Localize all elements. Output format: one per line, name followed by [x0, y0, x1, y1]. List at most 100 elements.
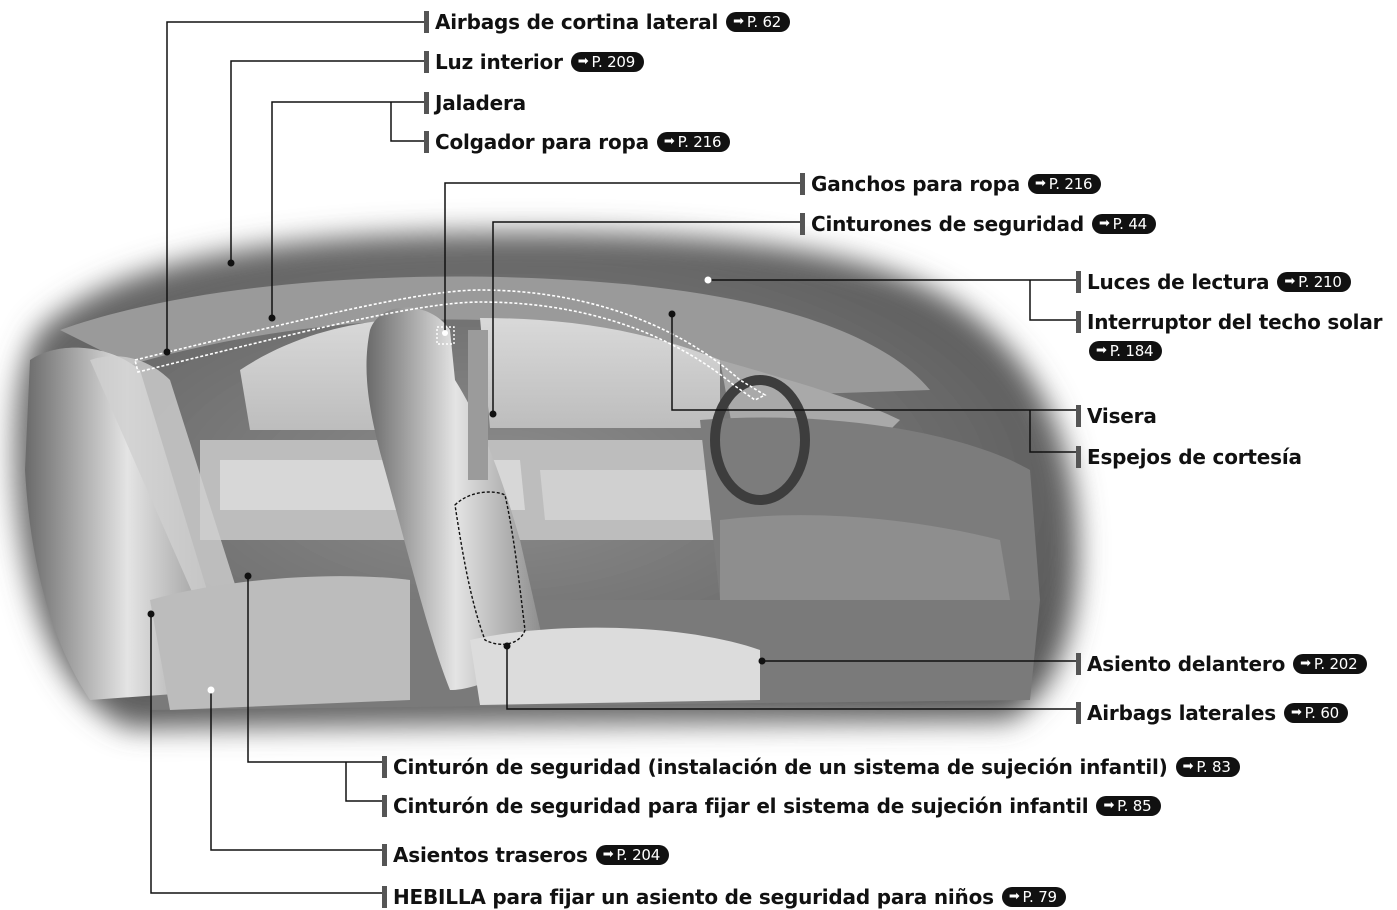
label-bar [424, 51, 429, 73]
page-ref-link[interactable]: ➡P. 210 [1277, 272, 1351, 292]
label-text: Airbags laterales [1087, 701, 1276, 725]
leader-endpoints [147, 259, 766, 694]
leader-cinturon-instalacion [247, 576, 382, 763]
leader-asientos-traseros [210, 690, 382, 851]
label-visera: Visera [1076, 404, 1157, 428]
label-colgador: Colgador para ropa ➡P. 216 [424, 130, 731, 154]
arrow-right-icon: ➡ [1008, 889, 1020, 904]
label-bar [424, 11, 429, 33]
label-asientos-traseros: Asientos traseros ➡P. 204 [382, 843, 670, 867]
label-cinturones: Cinturones de seguridad ➡P. 44 [800, 212, 1157, 236]
page-ref-link[interactable]: ➡P. 60 [1283, 703, 1349, 723]
page-ref-link[interactable]: ➡P. 44 [1091, 214, 1157, 234]
arrow-right-icon: ➡ [1300, 656, 1311, 671]
label-text: Visera [1087, 404, 1157, 428]
label-luz-interior: Luz interior ➡P. 209 [424, 50, 645, 74]
arrow-right-icon: ➡ [663, 134, 675, 149]
leader-cortina [166, 21, 424, 352]
label-bar [800, 213, 805, 235]
arrow-right-icon: ➡ [1182, 759, 1194, 774]
label-cinturon-instalacion: Cinturón de seguridad (instalación de un… [382, 755, 1240, 779]
label-bar [382, 795, 387, 817]
label-text: Colgador para ropa [435, 130, 649, 154]
label-luces-lectura: Luces de lectura ➡P. 210 [1076, 270, 1351, 294]
label-text: Ganchos para ropa [811, 172, 1021, 196]
label-bar [424, 131, 429, 153]
dot-cinturones [489, 410, 497, 418]
page-ref-link[interactable]: ➡P. 209 [570, 52, 645, 72]
page-ref-text: P. 209 [591, 53, 636, 71]
label-text: Espejos de cortesía [1087, 445, 1302, 469]
leader-colgador [390, 102, 424, 142]
dot-airbags-laterales [503, 642, 511, 650]
page-ref-text: P. 184 [1109, 342, 1154, 360]
label-espejos: Espejos de cortesía [1076, 445, 1302, 469]
label-bar [424, 92, 429, 114]
page-ref-link[interactable]: ➡P. 62 [726, 12, 791, 32]
leader-visera [671, 314, 1076, 411]
arrow-right-icon: ➡ [1035, 176, 1046, 191]
arrow-right-icon: ➡ [1290, 705, 1302, 720]
label-bar [1076, 653, 1081, 675]
label-text: Luz interior [435, 50, 563, 74]
label-text: Jaladera [435, 91, 526, 115]
label-text: Cinturones de seguridad [811, 212, 1084, 236]
arrow-right-icon: ➡ [577, 54, 589, 69]
label-text: Cinturón de seguridad para fijar el sist… [393, 794, 1089, 818]
page-ref-text: P. 85 [1117, 797, 1152, 815]
page-ref-link[interactable]: ➡P. 204 [595, 845, 670, 865]
dot-cortina [163, 348, 171, 356]
label-asiento-delantero: Asiento delantero ➡P. 202 [1076, 652, 1367, 676]
label-text: Asiento delantero [1087, 652, 1286, 676]
label-bar [382, 756, 387, 778]
dot-asiento-delantero [758, 657, 766, 665]
leader-ganchos [444, 182, 800, 333]
page-ref-link[interactable]: ➡P. 79 [1001, 887, 1066, 907]
car-interior-illustration [14, 232, 1079, 728]
page-ref-text: P. 60 [1304, 704, 1340, 722]
label-text: HEBILLA para fijar un asiento de segurid… [393, 885, 994, 909]
dot-cinturon-instalacion [244, 572, 252, 580]
label-bar [1076, 702, 1081, 724]
page-ref-text: P. 204 [616, 846, 661, 864]
leader-luz-interior [230, 60, 424, 263]
page-ref-text: P. 216 [1048, 175, 1093, 193]
leader-jaladera [271, 101, 424, 318]
leader-cinturones [492, 221, 800, 414]
label-text: Luces de lectura [1087, 270, 1270, 294]
page-ref-link[interactable]: ➡P. 202 [1293, 654, 1367, 674]
arrow-right-icon: ➡ [602, 847, 614, 862]
dot-jaladera [268, 314, 276, 322]
page-ref-text: P. 62 [746, 13, 782, 31]
page-ref-link[interactable]: ➡P. 83 [1175, 757, 1240, 777]
label-text: Airbags de cortina lateral [435, 10, 719, 34]
leader-hebilla [150, 614, 382, 894]
page-ref-link[interactable]: ➡P. 216 [1028, 174, 1102, 194]
page-ref-text: P. 79 [1022, 888, 1058, 906]
arrow-right-icon: ➡ [733, 14, 744, 29]
leader-lines [150, 21, 1076, 894]
leader-techo-solar [1029, 280, 1076, 321]
page-ref-text: P. 44 [1112, 215, 1148, 233]
page-ref-text: P. 216 [677, 133, 722, 151]
label-techo-solar: Interruptor del techo solar [1076, 310, 1382, 334]
arrow-right-icon: ➡ [1284, 274, 1296, 289]
arrow-right-icon: ➡ [1098, 216, 1110, 231]
label-ganchos: Ganchos para ropa ➡P. 216 [800, 172, 1102, 196]
dot-visera [668, 310, 676, 318]
label-bar [1076, 311, 1081, 333]
leader-cinturon-fijar [345, 762, 382, 802]
page-ref-link[interactable]: ➡P. 184 [1089, 341, 1163, 361]
page-ref-text: P. 83 [1196, 758, 1231, 776]
label-bar [800, 173, 805, 195]
label-bar [1076, 446, 1081, 468]
label-text: Asientos traseros [393, 843, 588, 867]
page-ref-link[interactable]: ➡P. 85 [1096, 796, 1161, 816]
dot-hebilla [147, 610, 155, 618]
arrow-right-icon: ➡ [1103, 798, 1115, 813]
dot-luz-interior [227, 259, 235, 267]
label-bar [1076, 405, 1081, 427]
page-ref-link[interactable]: ➡P. 216 [656, 132, 731, 152]
page-ref-text: P. 202 [1313, 655, 1358, 673]
